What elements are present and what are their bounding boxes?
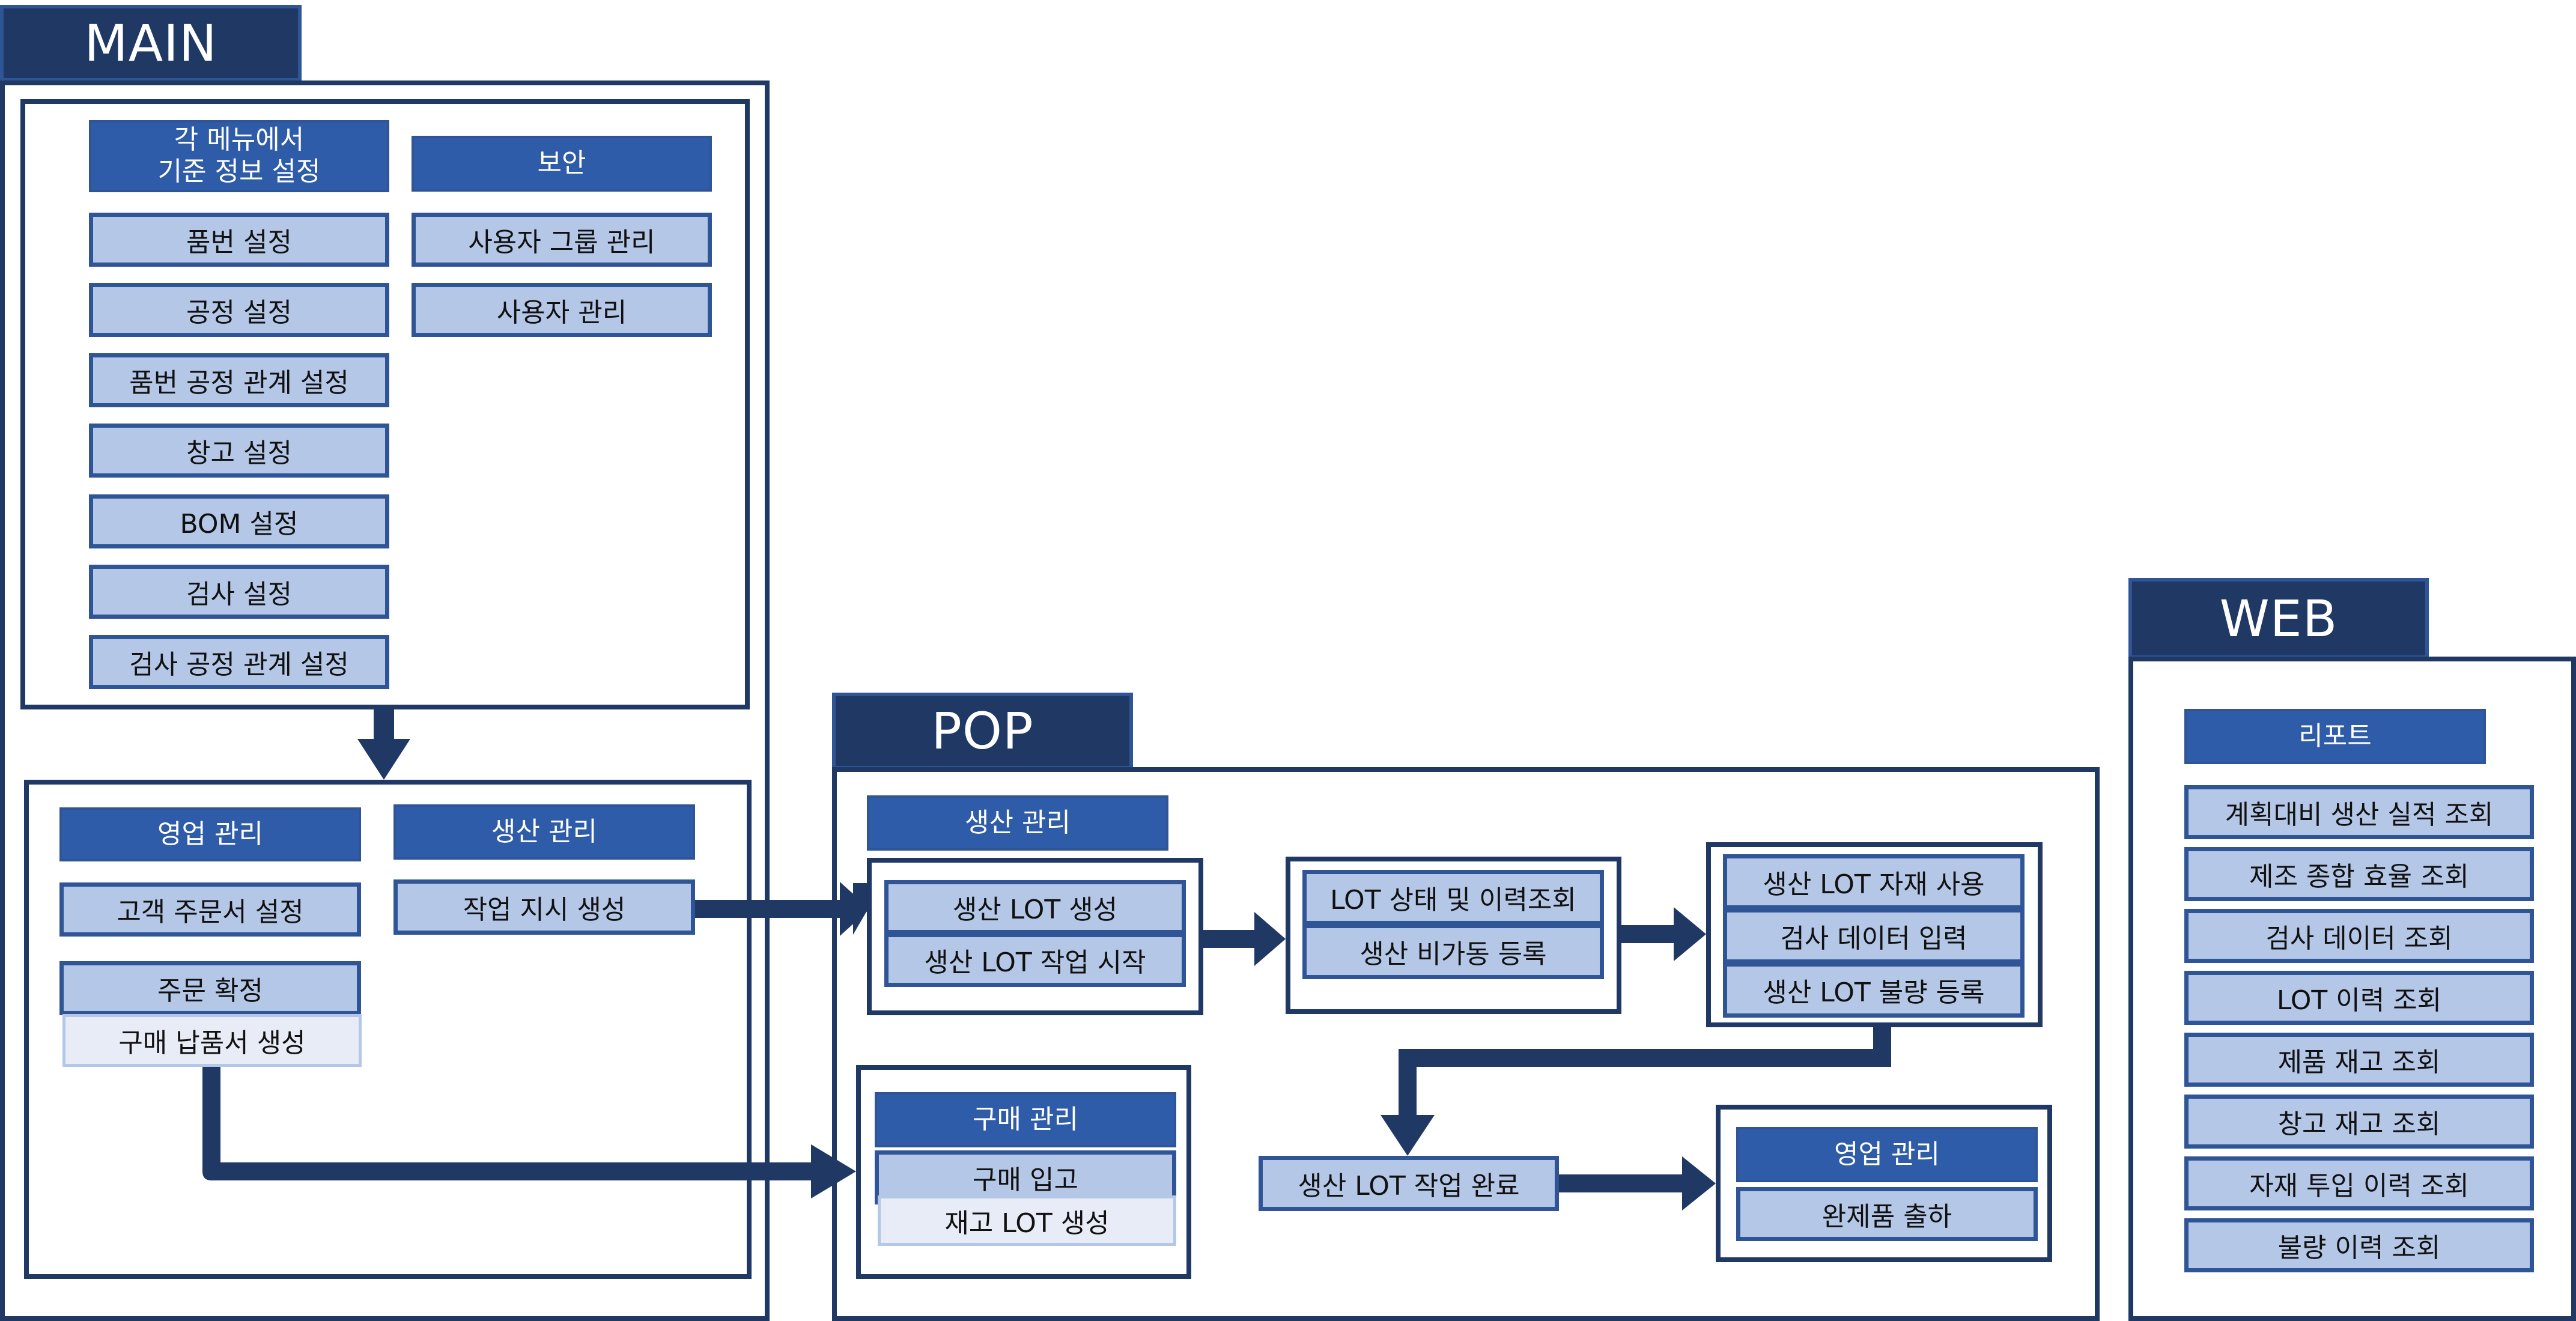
setup-item-inspection[interactable]: 검사 설정 [89, 565, 389, 619]
setup-item-process[interactable]: 공정 설정 [89, 283, 389, 337]
arrow-lot-status-to-use [1621, 907, 1706, 961]
report-plan-vs-actual[interactable]: 계획대비 생산 실적 조회 [2184, 785, 2534, 839]
pop-inspection-data-input[interactable]: 검사 데이터 입력 [1723, 908, 2025, 964]
pop-lot-work-complete[interactable]: 생산 LOT 작업 완료 [1259, 1156, 1559, 1211]
report-defect-history[interactable]: 불량 이력 조회 [2184, 1218, 2534, 1272]
setup-item-warehouse[interactable]: 창고 설정 [89, 424, 389, 478]
setup-header: 각 메뉴에서 기준 정보 설정 [89, 120, 389, 192]
setup-item-bom[interactable]: BOM 설정 [89, 494, 389, 548]
pop-downtime-register[interactable]: 생산 비가동 등록 [1302, 924, 1604, 979]
main-sales-header: 영업 관리 [59, 807, 361, 861]
pop-lot-material-use[interactable]: 생산 LOT 자재 사용 [1723, 854, 2025, 910]
report-header: 리포트 [2184, 709, 2486, 764]
report-product-stock[interactable]: 제품 재고 조회 [2184, 1033, 2534, 1087]
pop-production-header: 생산 관리 [867, 795, 1168, 851]
section-tab-pop: POP [832, 693, 1133, 770]
setup-item-inspection-process-relation[interactable]: 검사 공정 관계 설정 [89, 635, 389, 689]
pop-lot-status-history[interactable]: LOT 상태 및 이력조회 [1302, 870, 1604, 925]
section-tab-main: MAIN [0, 5, 302, 82]
setup-header-line2: 기준 정보 설정 [157, 156, 321, 187]
pop-stock-lot-create[interactable]: 재고 LOT 생성 [878, 1195, 1176, 1246]
sales-item-purchase-delivery[interactable]: 구매 납품서 생성 [62, 1014, 362, 1067]
security-header: 보안 [412, 136, 712, 192]
pop-purchase-header: 구매 관리 [875, 1092, 1176, 1147]
pop-lot-defect-register[interactable]: 생산 LOT 불량 등록 [1723, 962, 2025, 1018]
arrow-purchase-delivery-to-receipt [202, 1067, 856, 1198]
security-item-user[interactable]: 사용자 관리 [412, 283, 712, 337]
arrow-setup-to-operations [357, 709, 410, 780]
sales-item-order-confirm[interactable]: 주문 확정 [59, 961, 361, 1015]
pop-lot-create[interactable]: 생산 LOT 생성 [884, 880, 1186, 934]
pop-lot-work-start[interactable]: 생산 LOT 작업 시작 [884, 933, 1186, 987]
report-material-input-history[interactable]: 자재 투입 이력 조회 [2184, 1156, 2534, 1210]
report-lot-history[interactable]: LOT 이력 조회 [2184, 971, 2534, 1025]
setup-header-line1: 각 메뉴에서 [174, 124, 305, 156]
arrow-lot-start-to-status [1203, 912, 1286, 966]
report-oee[interactable]: 제조 종합 효율 조회 [2184, 847, 2534, 901]
security-item-user-group[interactable]: 사용자 그룹 관리 [412, 213, 712, 267]
report-inspection-data[interactable]: 검사 데이터 조회 [2184, 909, 2534, 963]
main-production-header: 생산 관리 [393, 804, 695, 860]
pop-finished-goods-shipment[interactable]: 완제품 출하 [1736, 1187, 2038, 1241]
report-warehouse-stock[interactable]: 창고 재고 조회 [2184, 1095, 2534, 1149]
arrow-work-order-to-pop [695, 882, 870, 936]
setup-item-part-number[interactable]: 품번 설정 [89, 213, 389, 267]
pop-sales-header: 영업 관리 [1736, 1127, 2038, 1182]
arrow-lot-use-to-complete [1381, 1026, 1891, 1156]
setup-item-part-process-relation[interactable]: 품번 공정 관계 설정 [89, 353, 389, 407]
sales-item-customer-order[interactable]: 고객 주문서 설정 [59, 882, 361, 937]
production-item-work-order[interactable]: 작업 지시 생성 [393, 879, 695, 935]
arrow-complete-to-sales [1559, 1156, 1716, 1210]
